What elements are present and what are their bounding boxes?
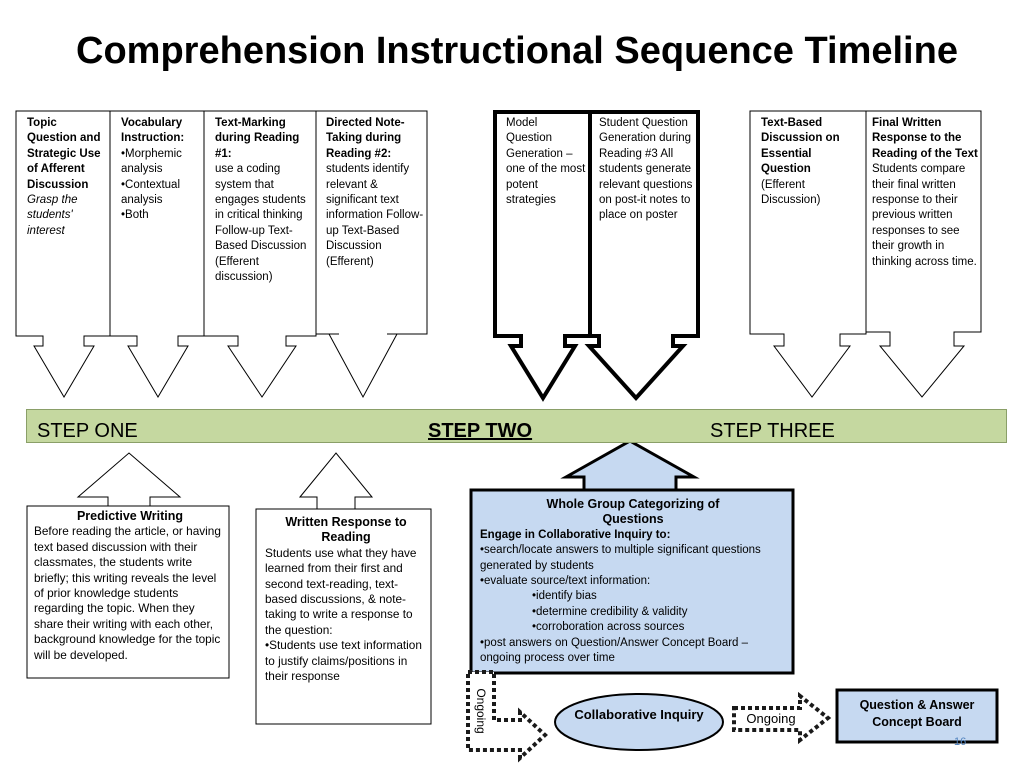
step-one-label: STEP ONE bbox=[37, 420, 138, 442]
callout-shape-8 bbox=[865, 110, 982, 398]
ongoing-dotted-arrow-vertical bbox=[466, 670, 548, 763]
predictive-writing-body: Before reading the article, or having te… bbox=[34, 524, 221, 662]
whole-group-title: Whole Group Categorizing of Questions bbox=[546, 497, 720, 527]
written-response-bullet: •Students use text information to justif… bbox=[265, 638, 422, 684]
written-box bbox=[255, 508, 432, 725]
top-box-2: Vocabulary Instruction: •Morphemic analy… bbox=[121, 117, 185, 222]
top-box-3: Text-Marking during Reading #1: use a co… bbox=[215, 117, 307, 284]
ongoing-vertical-label: Ongoing bbox=[474, 688, 488, 734]
step-band bbox=[26, 409, 1007, 443]
written-response-title: Written Response to Reading bbox=[285, 515, 407, 545]
top-box-6: Student Question Generation during Readi… bbox=[599, 117, 693, 222]
step-three-label: STEP THREE bbox=[710, 420, 835, 442]
top-box-8: Final Written Response to the Reading of… bbox=[872, 117, 978, 268]
ongoing-dotted-arrow-horizontal bbox=[732, 691, 832, 745]
collaborative-ellipse bbox=[554, 693, 724, 751]
page-number: 16 bbox=[954, 736, 967, 748]
page-title: Comprehension Instructional Sequence Tim… bbox=[76, 30, 958, 72]
up-arrow-written bbox=[298, 452, 374, 511]
written-response-box: Written Response to Reading Students use… bbox=[265, 515, 427, 684]
predictive-box bbox=[26, 505, 230, 679]
predictive-writing-box: Predictive Writing Before reading the ar… bbox=[34, 509, 226, 663]
concept-board-box bbox=[835, 688, 999, 744]
step-two-label: STEP TWO bbox=[428, 420, 533, 442]
written-response-body: Students use what they have learned from… bbox=[265, 545, 417, 637]
whole-group-box bbox=[469, 488, 795, 675]
whole-group-subtitle: Engage in Collaborative Inquiry to: bbox=[480, 528, 671, 541]
top-box-1: Topic Question and Strategic Use of Affe… bbox=[27, 117, 101, 237]
predictive-writing-title: Predictive Writing bbox=[76, 509, 184, 523]
whole-group-box-text: Whole Group Categorizing of Questions En… bbox=[480, 497, 786, 666]
up-arrow-whole-group bbox=[560, 439, 700, 492]
callout-shape-4 bbox=[315, 110, 428, 399]
callout-shape-6 bbox=[584, 110, 700, 401]
top-box-4: Directed Note-Taking during Reading #2: … bbox=[326, 117, 424, 268]
ongoing-label: Ongoing bbox=[746, 711, 796, 726]
top-box-7: Text-Based Discussion on Essential Quest… bbox=[761, 117, 840, 207]
top-box-5: Model Question Generation – one of the m… bbox=[506, 117, 586, 207]
concept-board-label: Question & Answer Concept Board bbox=[859, 698, 975, 729]
up-arrow-predictive bbox=[76, 452, 182, 508]
collaborative-inquiry-label: Collaborative Inquiry bbox=[574, 707, 704, 722]
